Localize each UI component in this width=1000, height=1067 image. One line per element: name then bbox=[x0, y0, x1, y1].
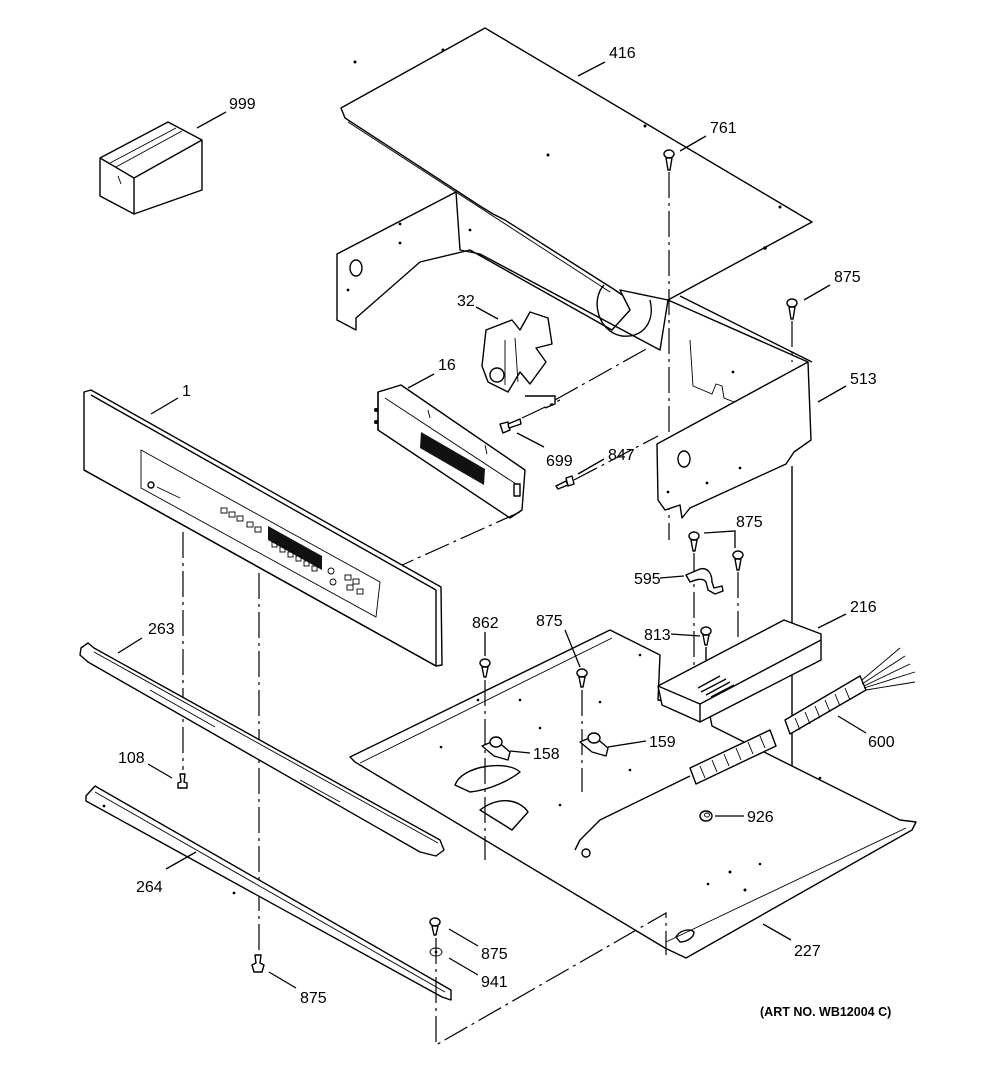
leader-108 bbox=[147, 763, 173, 779]
thermostat-159-part[interactable] bbox=[579, 732, 609, 757]
label-926: 926 bbox=[747, 809, 774, 826]
leader-513 bbox=[817, 385, 847, 403]
bottom-panel-part[interactable] bbox=[349, 629, 917, 959]
guide-847 bbox=[573, 435, 659, 481]
label-875b: 875 bbox=[736, 514, 763, 531]
screw-108-part[interactable] bbox=[177, 773, 188, 789]
label-595: 595 bbox=[634, 571, 661, 588]
side-shroud-part[interactable] bbox=[656, 295, 813, 519]
guide-32 bbox=[554, 347, 649, 401]
screw-813-part[interactable] bbox=[700, 626, 712, 646]
screw-875e-part[interactable] bbox=[251, 954, 265, 973]
thermostat-158-part[interactable] bbox=[481, 736, 511, 761]
conduit-wiring-part[interactable] bbox=[574, 647, 916, 851]
label-159: 159 bbox=[649, 734, 676, 751]
label-264: 264 bbox=[136, 879, 163, 896]
leader-16 bbox=[407, 373, 435, 389]
control-panel-part[interactable] bbox=[83, 389, 443, 667]
trim-channel-264-part[interactable] bbox=[85, 785, 452, 1001]
leader-227 bbox=[762, 923, 792, 941]
leader-32 bbox=[475, 306, 499, 320]
leader-875e bbox=[268, 971, 297, 989]
fan-motor-part[interactable] bbox=[481, 311, 556, 409]
leader-875d bbox=[448, 928, 479, 947]
literature-box-part[interactable] bbox=[99, 121, 203, 215]
grommet-926-part[interactable] bbox=[699, 810, 713, 822]
leader-875c bbox=[564, 629, 581, 668]
leader-263 bbox=[117, 637, 143, 654]
label-513: 513 bbox=[850, 371, 877, 388]
leader-761 bbox=[679, 135, 707, 152]
leader-595 bbox=[659, 575, 685, 579]
label-16: 16 bbox=[438, 357, 456, 374]
label-216: 216 bbox=[850, 599, 877, 616]
art-number: (ART NO. WB12004 C) bbox=[760, 1005, 891, 1019]
label-1: 1 bbox=[182, 383, 191, 400]
label-699: 699 bbox=[546, 453, 573, 470]
label-227: 227 bbox=[794, 943, 821, 960]
rear-wall-part bbox=[336, 191, 669, 351]
leader-999 bbox=[196, 111, 227, 129]
label-32: 32 bbox=[457, 293, 475, 310]
leader-416 bbox=[577, 61, 606, 77]
clamp-595-part[interactable] bbox=[685, 567, 724, 595]
top-panel-part[interactable] bbox=[340, 27, 813, 301]
screw-699-part[interactable] bbox=[499, 418, 522, 434]
leader-264 bbox=[165, 851, 197, 870]
screw-875c-part[interactable] bbox=[576, 668, 588, 688]
label-862: 862 bbox=[472, 615, 499, 632]
trim-263-part[interactable] bbox=[79, 642, 445, 857]
leader-158 bbox=[509, 750, 531, 754]
leader-875a bbox=[803, 284, 831, 301]
leader-600 bbox=[837, 715, 867, 734]
label-875e: 875 bbox=[300, 990, 327, 1007]
leader-847 bbox=[577, 458, 605, 475]
leader-875b bbox=[703, 530, 736, 548]
label-600: 600 bbox=[868, 734, 895, 751]
label-761: 761 bbox=[710, 120, 737, 137]
guide-16 bbox=[399, 511, 521, 567]
screw-875d-part[interactable] bbox=[429, 917, 441, 936]
terminal-cover-part[interactable] bbox=[657, 619, 822, 723]
screw-761-part[interactable] bbox=[663, 149, 675, 171]
leader-159 bbox=[607, 740, 647, 748]
label-999: 999 bbox=[229, 96, 256, 113]
label-941: 941 bbox=[481, 974, 508, 991]
label-813: 813 bbox=[644, 627, 671, 644]
leader-813 bbox=[670, 633, 701, 637]
leader-941 bbox=[448, 957, 479, 976]
label-158: 158 bbox=[533, 746, 560, 763]
guide-699 bbox=[521, 399, 561, 419]
leader-216 bbox=[817, 613, 847, 629]
leader-699 bbox=[516, 432, 545, 448]
screw-875a-part[interactable] bbox=[786, 298, 798, 320]
label-263: 263 bbox=[148, 621, 175, 638]
screw-847-part[interactable] bbox=[555, 475, 575, 490]
control-board-part[interactable] bbox=[374, 384, 526, 519]
label-847: 847 bbox=[608, 447, 635, 464]
leader-1 bbox=[150, 397, 179, 415]
label-875d: 875 bbox=[481, 946, 508, 963]
label-875a: 875 bbox=[834, 269, 861, 286]
screw-862-part[interactable] bbox=[479, 658, 491, 678]
label-416: 416 bbox=[609, 45, 636, 62]
screw-875b-part[interactable] bbox=[688, 531, 744, 571]
label-108: 108 bbox=[118, 750, 145, 767]
label-875c: 875 bbox=[536, 613, 563, 630]
guide-bottom-triangle bbox=[435, 911, 667, 1047]
